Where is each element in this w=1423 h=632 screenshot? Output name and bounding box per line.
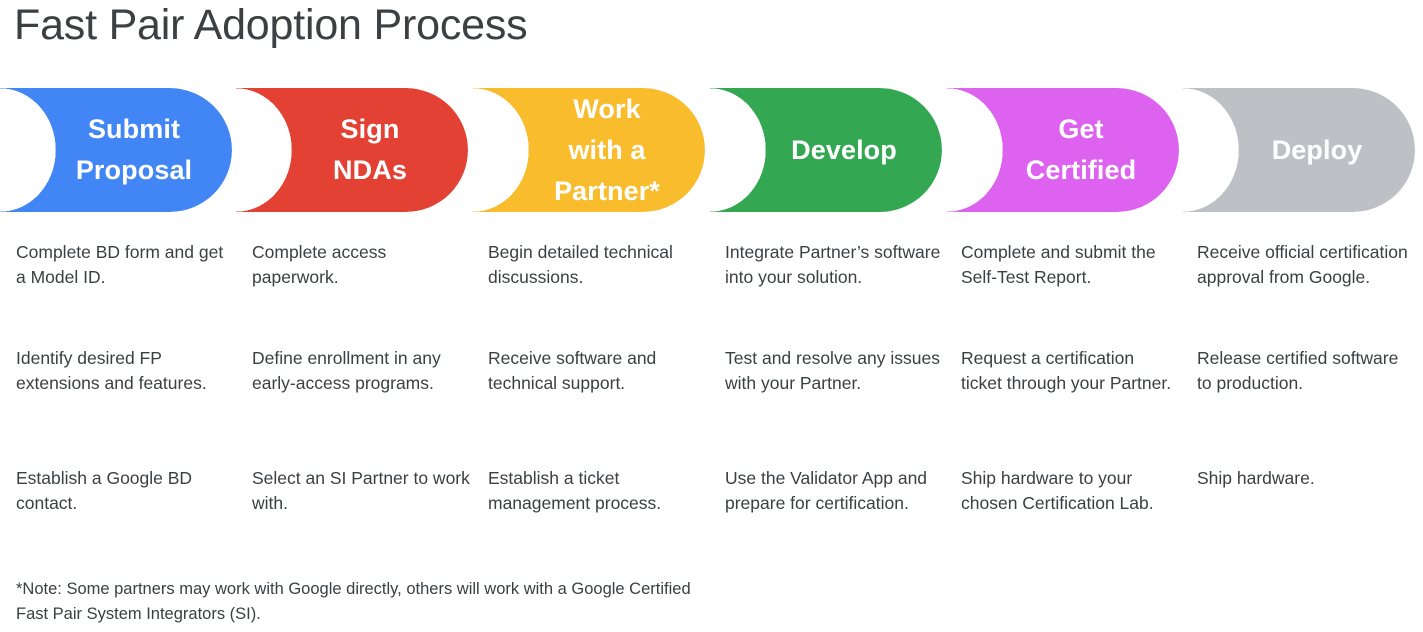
stage-note: Begin detailed technical discussions. xyxy=(488,242,673,287)
stage-note: Establish a ticket management process. xyxy=(488,468,662,513)
stage-note: Define enrollment in any early-access pr… xyxy=(252,348,441,393)
stage-chevron-work-with-a-partner[interactable]: Work with a Partner* xyxy=(473,88,705,212)
stage-chevron-deploy[interactable]: Deploy xyxy=(1183,88,1415,212)
stage-note: Ship hardware. xyxy=(1197,468,1315,488)
stage-label-line: Proposal xyxy=(75,155,193,185)
stage-label-line: Certified xyxy=(1025,155,1137,185)
stage-label-line: Sign xyxy=(340,114,400,144)
stage-label-line: Submit xyxy=(87,114,181,144)
stage-note: Complete BD form and get a Model ID. xyxy=(16,242,224,287)
stage-chevron-develop[interactable]: Develop xyxy=(710,88,942,212)
stage-label-line: with a xyxy=(568,134,646,165)
stage-label-line: Work xyxy=(573,93,641,124)
stage-note: Release certified software to production… xyxy=(1197,348,1399,393)
chevron-shape-submit-proposal xyxy=(0,88,232,212)
page-title: Fast Pair Adoption Process xyxy=(14,1,528,49)
stage-note: Complete and submit the Self-Test Report… xyxy=(961,242,1156,287)
stage-notes-columns: Complete BD form and get a Model ID. Iden… xyxy=(0,240,1423,560)
stage-note: Request a certification ticket through y… xyxy=(961,348,1172,393)
chevron-shape-work-with-a-partner xyxy=(473,88,705,212)
stage-label-line: NDAs xyxy=(333,155,407,185)
stage-label-deploy: Deploy xyxy=(1183,130,1415,171)
chevron-shape-sign-ndas xyxy=(236,88,468,212)
stage-note: Complete access paperwork. xyxy=(252,242,387,287)
stage-label-develop: Develop xyxy=(710,130,942,171)
footnote: *Note: Some partners may work with Googl… xyxy=(16,580,691,623)
stage-note: Select an SI Partner to work with. xyxy=(252,468,470,513)
stage-note: Receive software and technical support. xyxy=(488,348,657,393)
stage-label-line: Deploy xyxy=(1271,134,1363,165)
stage-note: Identify desired FP extensions and featu… xyxy=(16,348,207,393)
stage-label-line: Partner* xyxy=(554,175,660,206)
chevron-shape-get-certified xyxy=(947,88,1179,212)
chevron-shape-deploy xyxy=(1183,88,1415,212)
stage-note: Use the Validator App and prepare for ce… xyxy=(725,468,928,513)
stage-label-work-with-a-partner: Work with a Partner* xyxy=(473,89,705,212)
stage-note: Test and resolve any issues with your Pa… xyxy=(725,348,940,393)
stage-note: Establish a Google BD contact. xyxy=(16,468,193,513)
stage-note: Ship hardware to your chosen Certificati… xyxy=(961,468,1154,513)
stage-label-line: Develop xyxy=(791,134,897,165)
stage-label-line: Get xyxy=(1058,114,1104,144)
stage-note: Receive official certification approval … xyxy=(1197,242,1408,287)
chevron-shape-develop xyxy=(710,88,942,212)
stage-note: Integrate Partner’s software into your s… xyxy=(725,242,941,287)
